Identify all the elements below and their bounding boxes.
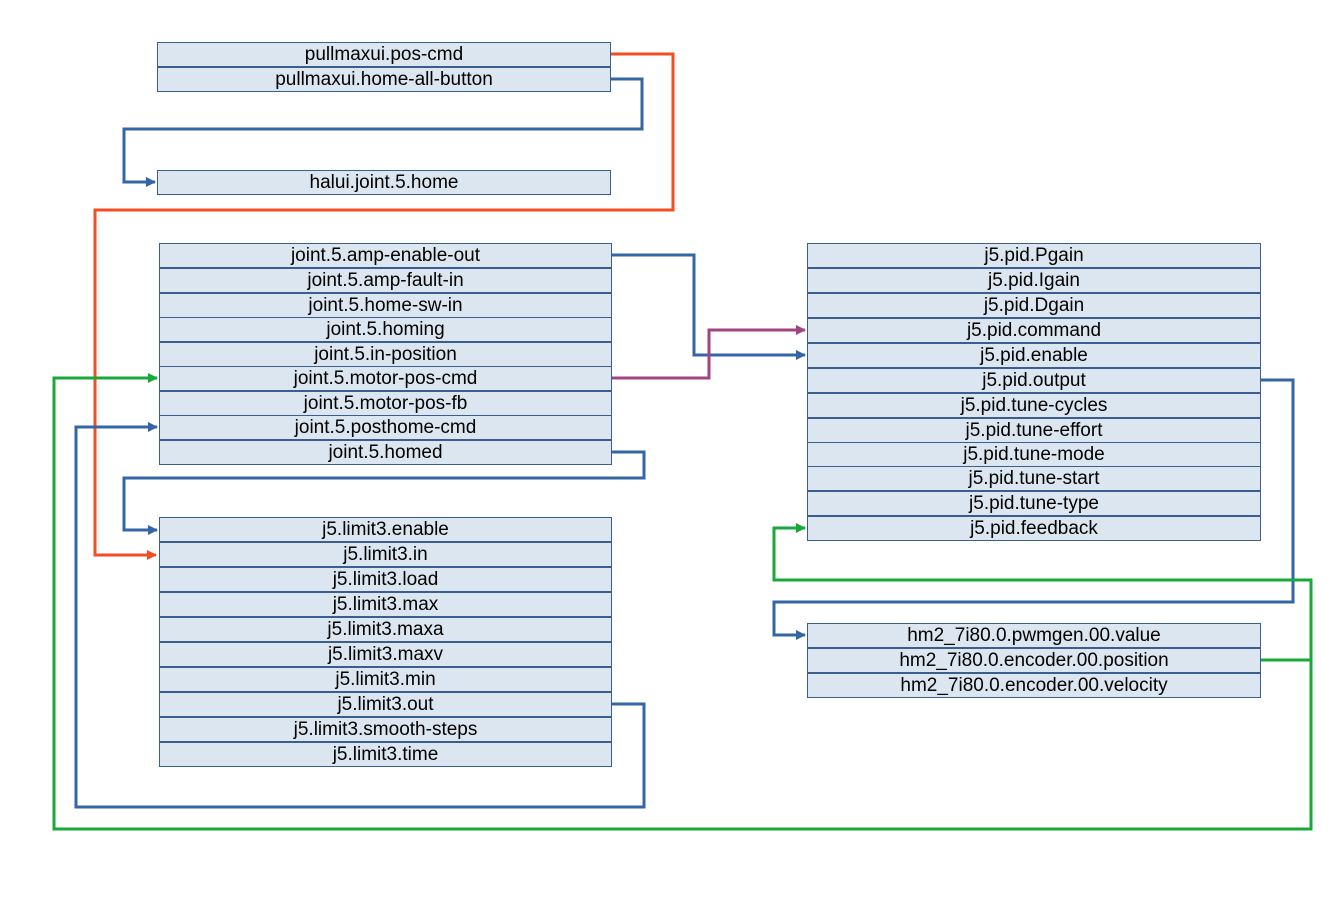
pin-joint-amp-enable-out: joint.5.amp-enable-out (159, 243, 612, 268)
wire-limit3-out-to-posthome-cmd (74, 422, 646, 809)
pin-limit3-max: j5.limit3.max (159, 592, 612, 617)
wire-home-all-to-halui-home (122, 77, 644, 187)
pin-joint-posthome-cmd: joint.5.posthome-cmd (159, 415, 612, 440)
wire-homed-to-limit3-enable (122, 450, 646, 535)
pin-pid-output: j5.pid.output (807, 368, 1261, 393)
pin-joint-homing: joint.5.homing (159, 317, 612, 342)
pin-pid-pgain: j5.pid.Pgain (807, 243, 1261, 268)
pin-pid-tune-cycles: j5.pid.tune-cycles (807, 393, 1261, 418)
pin-limit3-smooth-steps: j5.limit3.smooth-steps (159, 717, 612, 742)
pin-pid-enable: j5.pid.enable (807, 343, 1261, 368)
pin-pullmaxui-pos-cmd: pullmaxui.pos-cmd (157, 42, 611, 67)
pin-limit3-load: j5.limit3.load (159, 567, 612, 592)
pin-hm2-pwmgen-value: hm2_7i80.0.pwmgen.00.value (807, 623, 1261, 648)
pin-limit3-enable: j5.limit3.enable (159, 517, 612, 542)
pin-limit3-maxa: j5.limit3.maxa (159, 617, 612, 642)
pin-joint-motor-pos-cmd: joint.5.motor-pos-cmd (159, 366, 612, 391)
pin-pid-dgain: j5.pid.Dgain (807, 293, 1261, 318)
wire-pid-output-to-pwmgen (772, 378, 1295, 640)
wire-amp-enable-to-pid-enable (612, 253, 806, 360)
pin-pid-igain: j5.pid.Igain (807, 268, 1261, 293)
pin-pid-tune-type: j5.pid.tune-type (807, 491, 1261, 516)
pin-joint-motor-pos-fb: joint.5.motor-pos-fb (159, 391, 612, 416)
wire-encoder-position-to-motor-pos-fb (52, 373, 1313, 831)
pin-hm2-encoder-position: hm2_7i80.0.encoder.00.position (807, 648, 1261, 673)
pin-limit3-out: j5.limit3.out (159, 692, 612, 717)
pin-limit3-time: j5.limit3.time (159, 742, 612, 767)
pin-limit3-maxv: j5.limit3.maxv (159, 642, 612, 667)
pin-pullmaxui-home-all-button: pullmaxui.home-all-button (157, 67, 611, 92)
wire-pos-cmd-to-limit3-in (93, 52, 675, 560)
pin-joint-homed: joint.5.homed (159, 440, 612, 465)
wire-encoder-position-to-pid-feedback (772, 523, 1313, 662)
pin-pid-tune-mode: j5.pid.tune-mode (807, 442, 1261, 467)
pin-hm2-encoder-velocity: hm2_7i80.0.encoder.00.velocity (807, 673, 1261, 698)
wire-motor-pos-cmd-to-pid-command (612, 325, 806, 380)
pin-pid-tune-start: j5.pid.tune-start (807, 466, 1261, 491)
pin-joint-home-sw-in: joint.5.home-sw-in (159, 293, 612, 318)
pin-joint-amp-fault-in: joint.5.amp-fault-in (159, 268, 612, 293)
pin-pid-tune-effort: j5.pid.tune-effort (807, 418, 1261, 443)
pin-limit3-in: j5.limit3.in (159, 542, 612, 567)
pin-pid-feedback: j5.pid.feedback (807, 516, 1261, 541)
pin-halui-joint-5-home: halui.joint.5.home (157, 170, 611, 195)
pin-joint-in-position: joint.5.in-position (159, 342, 612, 367)
pin-pid-command: j5.pid.command (807, 318, 1261, 343)
pin-limit3-min: j5.limit3.min (159, 667, 612, 692)
